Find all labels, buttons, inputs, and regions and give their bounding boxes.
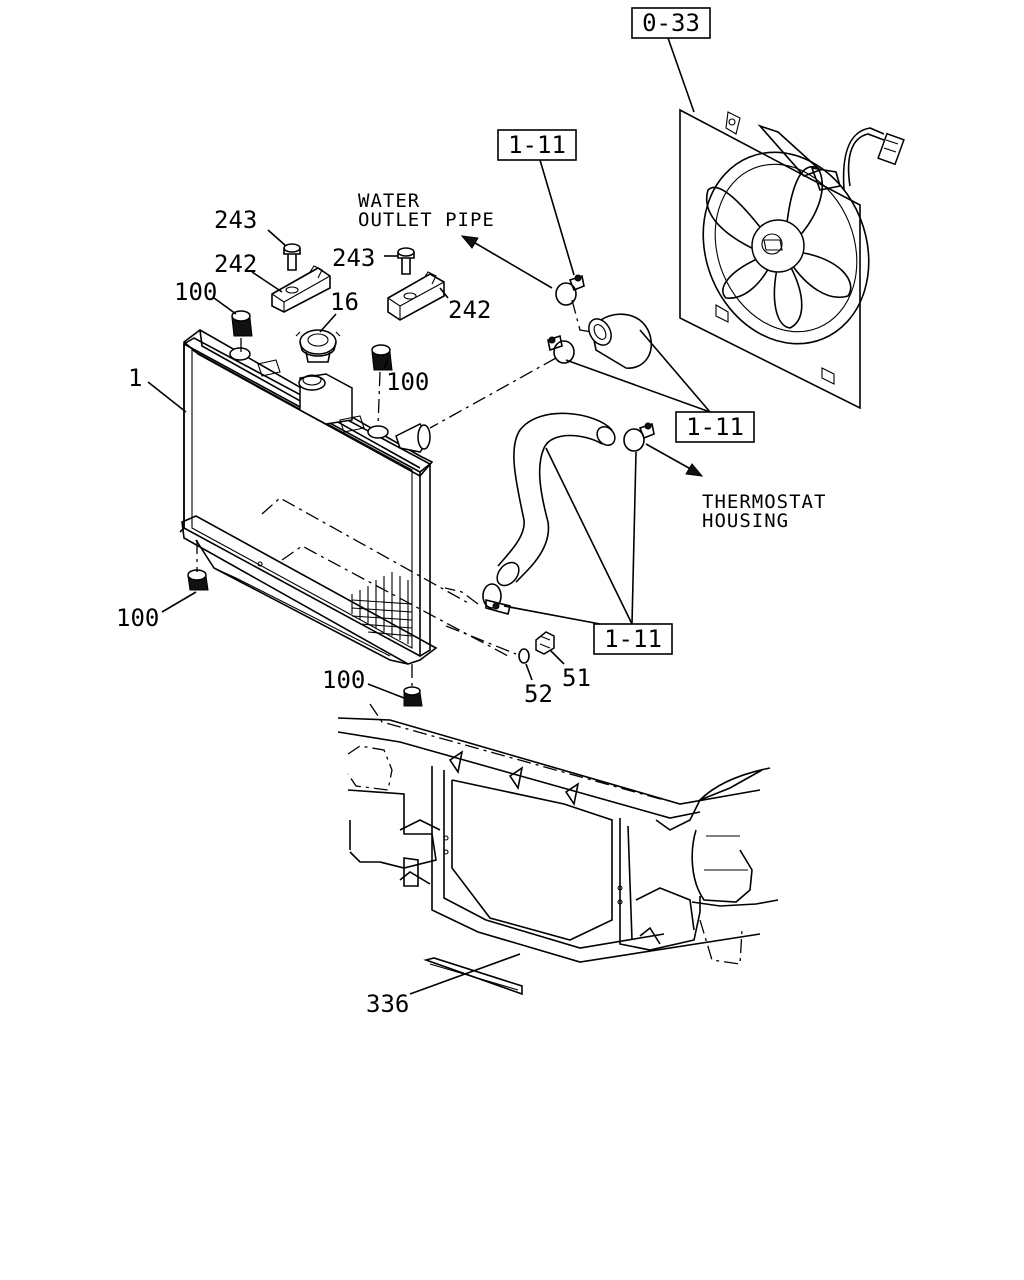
cap-label: 16 [330, 288, 359, 316]
bracket-right-label: 242 [448, 296, 491, 324]
hose-ref-upper-label: 1-11 [508, 131, 566, 159]
upper-radiator-hose [588, 313, 653, 369]
mount-rubber-upper-right-label: 100 [386, 368, 429, 396]
hose-ref-lower-leader-a [545, 447, 633, 625]
water-outlet-arrow [469, 239, 553, 289]
thermostat-arrowhead [685, 463, 704, 477]
bolt-left-leader [267, 229, 287, 247]
thermostat-note-line1: THERMOSTAT [702, 491, 826, 513]
mount-rubber-lower-left [187, 569, 209, 591]
hose-ref-middle-box [675, 411, 755, 443]
upper-hose-to-radiator-dash [429, 357, 557, 429]
mount-rubber-bottom [403, 686, 423, 707]
lower-hose-dash [444, 587, 479, 605]
mount-rubber-upper-left [231, 310, 253, 337]
hose-ref-middle-leader-a [565, 359, 711, 413]
hose-ref-middle-label: 1-11 [686, 413, 744, 441]
seal-strip-leader [409, 953, 521, 995]
mount-rubber-lower-left-leader [161, 591, 197, 613]
radiator [179, 329, 509, 665]
fan-ref-label: 0-33 [642, 9, 700, 37]
lower-hose-clamp [482, 583, 511, 615]
o-ring-label: 52 [524, 680, 553, 708]
bracket-right-leader [439, 287, 449, 299]
hose-ref-middle-leader-b [639, 329, 711, 413]
vehicle-front-panel [337, 703, 779, 965]
upper-hose-lower-clamp [547, 334, 575, 364]
bracket-right [387, 271, 445, 321]
seal-strip-label: 336 [366, 990, 409, 1018]
drain-plug-leader [549, 649, 565, 665]
mount-rubber-bottom-label: 100 [322, 666, 365, 694]
cooling-fan-assembly [679, 108, 905, 410]
bracket-left-label: 242 [214, 250, 257, 278]
water-outlet-note-line2: OUTLET PIPE [358, 209, 495, 231]
o-ring-leader [525, 663, 533, 681]
mount-rubber-bottom-leader [367, 683, 405, 699]
mount-rubber-label: 100 [174, 278, 217, 306]
mount-rubber-lower-left-label: 100 [116, 604, 159, 632]
radiator-label: 1 [128, 364, 142, 392]
hose-ref-lower-leader-c [503, 605, 601, 625]
upper-hose-clamp [555, 274, 585, 306]
drain-plug-dash [445, 625, 517, 655]
mount-rubber-upper-right-dash [377, 371, 381, 427]
fan-ref-box [631, 7, 711, 39]
bracket-left-leader [251, 271, 283, 293]
bolt-right [397, 247, 415, 275]
hose-ref-lower-leader-b [631, 451, 637, 625]
thermostat-hose-clamp [623, 422, 655, 452]
bolt-left [283, 243, 301, 271]
o-ring [518, 648, 530, 664]
mount-rubber-upper-left-leader [213, 297, 237, 315]
hose-ref-lower-box [593, 623, 673, 655]
water-outlet-arrowhead [460, 235, 479, 249]
radiator-leader [147, 381, 187, 413]
radiator-cap [295, 329, 341, 363]
upper-hose-dash [571, 299, 593, 333]
seal-strip [423, 957, 523, 996]
drain-plug-label: 51 [562, 664, 591, 692]
thermostat-note-line2: HOUSING [702, 510, 789, 532]
water-outlet-note-line1: WATER [358, 190, 420, 212]
hose-ref-upper-leader [539, 159, 575, 276]
lower-radiator-hose [496, 412, 616, 587]
bolt-right-label: 243 [332, 244, 375, 272]
mount-rubber-upper-right [371, 344, 393, 371]
cap-leader [319, 313, 337, 333]
drain-plug [535, 631, 555, 655]
hose-ref-upper-box [497, 129, 577, 161]
fan-ref-leader [667, 37, 695, 113]
thermostat-arrow [645, 443, 697, 473]
hose-ref-lower-label: 1-11 [604, 625, 662, 653]
bracket-left [271, 265, 331, 313]
bolt-left-label: 243 [214, 206, 257, 234]
mount-rubber-upper-right-leader [383, 359, 389, 369]
radiator-core-fins [351, 572, 413, 644]
